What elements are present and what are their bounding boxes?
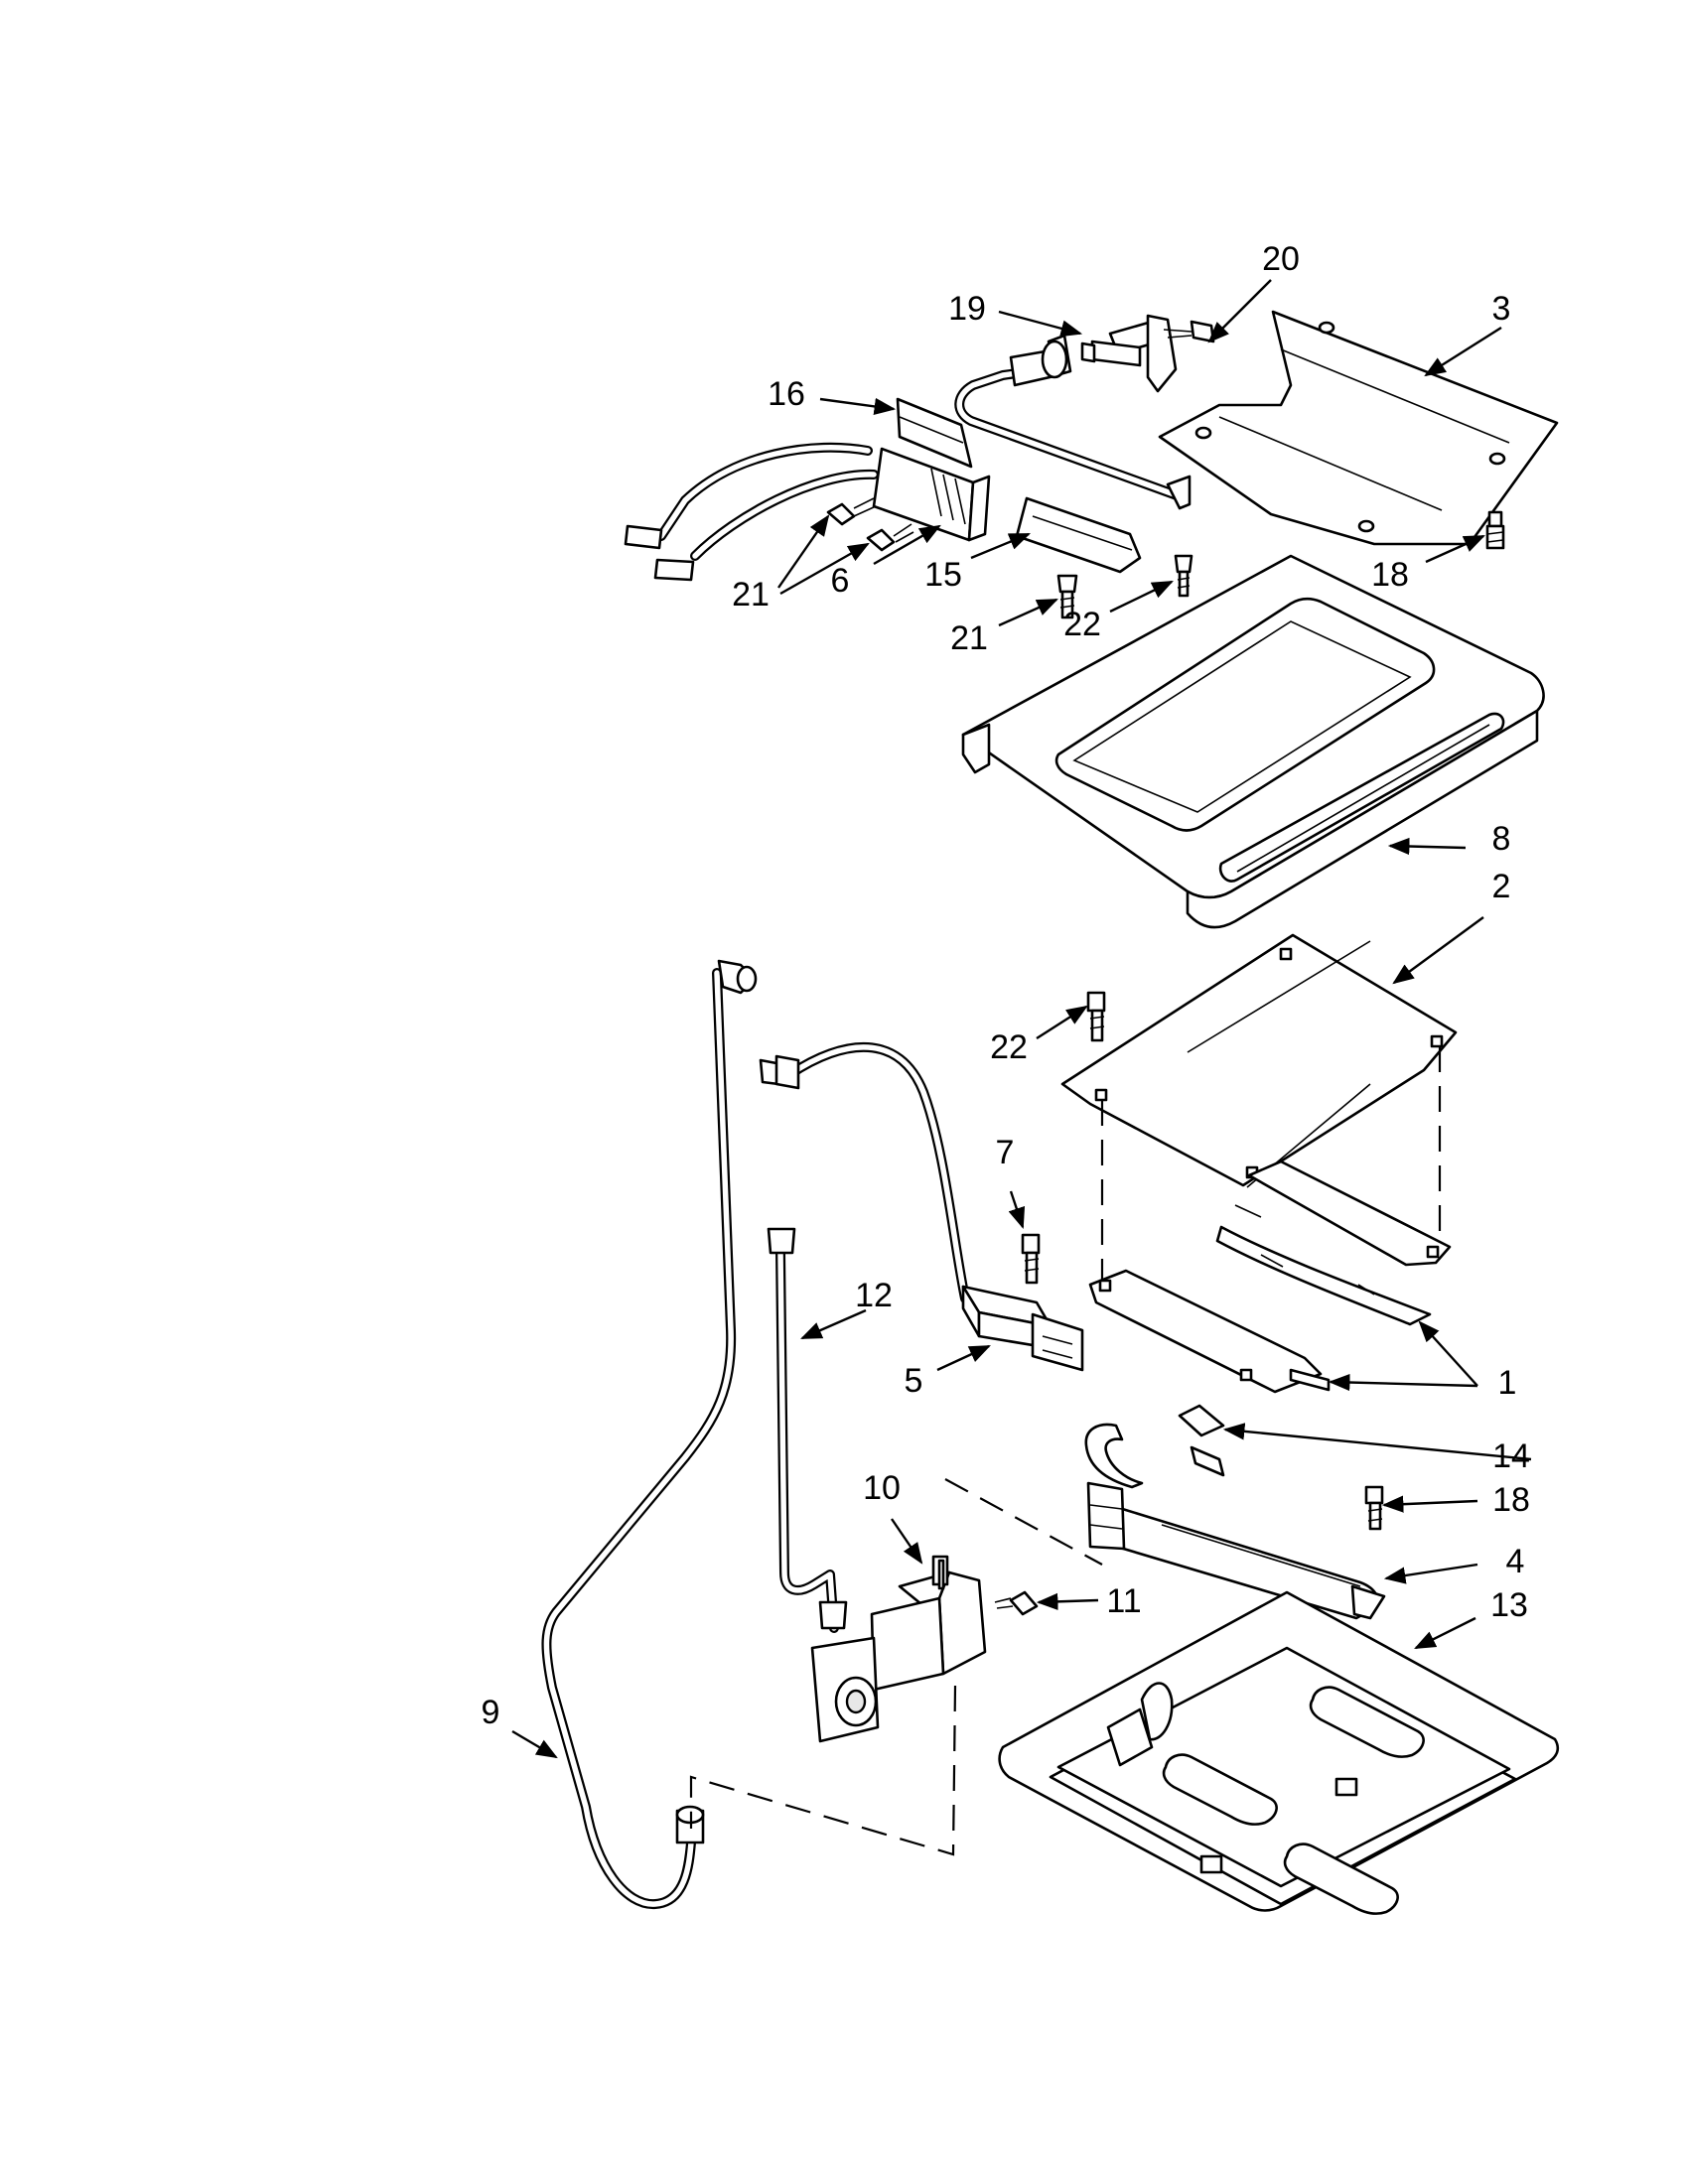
callout-4: 4 — [1506, 1543, 1525, 1580]
part-5-igniter — [759, 1042, 1084, 1372]
part-3-top-plate — [1158, 310, 1559, 546]
callout-20: 20 — [1262, 240, 1300, 278]
leader-arrows — [511, 279, 1532, 1759]
part-21-screw-lower — [1056, 574, 1078, 619]
part-13-drip-pan — [998, 1590, 1560, 1915]
part-10-gas-valve — [810, 1555, 987, 1743]
callout-22-mid: 22 — [990, 1028, 1028, 1066]
part-6-terminal-block — [624, 442, 991, 582]
part-7-screw — [1021, 1233, 1041, 1285]
callout-18-upper: 18 — [1371, 556, 1409, 594]
part-18-screw-lower — [1364, 1485, 1384, 1531]
callout-1: 1 — [1498, 1364, 1517, 1402]
callout-2: 2 — [1492, 868, 1511, 905]
part-12-tube — [767, 1227, 848, 1633]
callout-15: 15 — [924, 556, 962, 594]
part-14-clip — [1178, 1404, 1225, 1437]
part-22-screw-mid — [1086, 991, 1106, 1042]
part-2-shield-plate — [1060, 933, 1458, 1188]
callout-7: 7 — [996, 1134, 1015, 1171]
callout-6: 6 — [831, 562, 850, 600]
callout-19: 19 — [948, 290, 986, 328]
part-16-manifold-bracket — [896, 334, 1192, 510]
part-22-screw-upper — [1174, 554, 1193, 598]
part-8-cooktop-housing — [961, 554, 1545, 929]
callout-13: 13 — [1490, 1586, 1528, 1624]
part-1-burner-bracket — [1088, 1160, 1452, 1394]
alignment-line-valve-2 — [689, 1685, 957, 1856]
part-11-screw — [994, 1590, 1039, 1616]
callout-21-upper: 21 — [732, 576, 770, 614]
callout-5: 5 — [905, 1362, 923, 1400]
callout-18-lower: 18 — [1492, 1481, 1530, 1519]
part-4-burner-tube — [1084, 1423, 1386, 1620]
callout-12: 12 — [855, 1277, 893, 1314]
part-15-shield — [1015, 496, 1142, 574]
callout-14: 14 — [1492, 1437, 1530, 1475]
part-21-screws — [826, 497, 914, 552]
callout-11: 11 — [1106, 1582, 1141, 1620]
callout-22-upper: 22 — [1063, 606, 1101, 643]
alignment-line-valve — [944, 1478, 1103, 1566]
callout-3: 3 — [1492, 290, 1511, 328]
part-9-long-tube — [541, 959, 758, 1909]
callout-21-lower: 21 — [950, 619, 988, 657]
callout-8: 8 — [1492, 820, 1511, 858]
part-18-screw-upper — [1485, 510, 1505, 550]
part-19-orifice — [1080, 314, 1178, 393]
callout-9: 9 — [482, 1694, 500, 1731]
callout-16: 16 — [768, 375, 805, 413]
callout-10: 10 — [863, 1469, 901, 1507]
